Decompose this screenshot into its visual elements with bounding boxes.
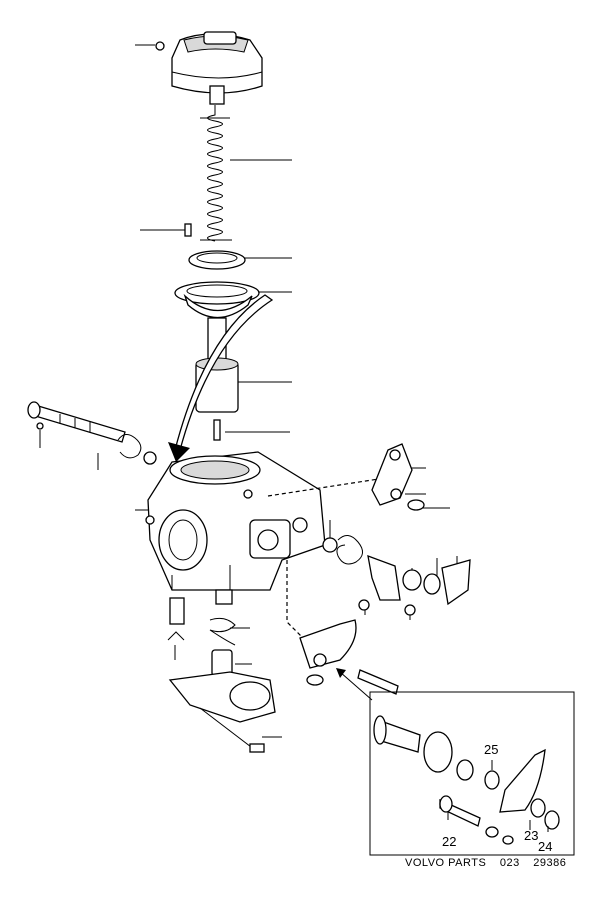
callout-23: 23 (524, 828, 538, 843)
callout-24: 24 (538, 839, 552, 854)
screw (184, 223, 192, 237)
throttle-shaft (27, 401, 157, 465)
throttle-lever (358, 554, 471, 616)
cam-lever (299, 619, 399, 695)
diaphragm (174, 281, 260, 318)
callout-22: 22 (442, 834, 456, 849)
linkage-path (267, 477, 386, 641)
footer-code-b: 29386 (533, 857, 567, 869)
ring-upper (188, 250, 246, 270)
top-cover (155, 31, 263, 105)
callout-25: 25 (484, 742, 498, 757)
assembly-arrow (168, 294, 274, 462)
carburetor-body (145, 451, 326, 591)
leader-lines (39, 44, 458, 738)
lever-bracket (371, 443, 425, 511)
inset-pointer (336, 668, 373, 701)
footer-code-a: 023 (499, 857, 520, 869)
inset-box (369, 691, 575, 856)
return-spring (322, 535, 363, 565)
footer-brand: VOLVO PARTS (405, 857, 487, 869)
lower-assembly (167, 589, 276, 753)
spring (200, 105, 232, 242)
diagram-footer: VOLVO PARTS 023 29386 (405, 857, 576, 869)
